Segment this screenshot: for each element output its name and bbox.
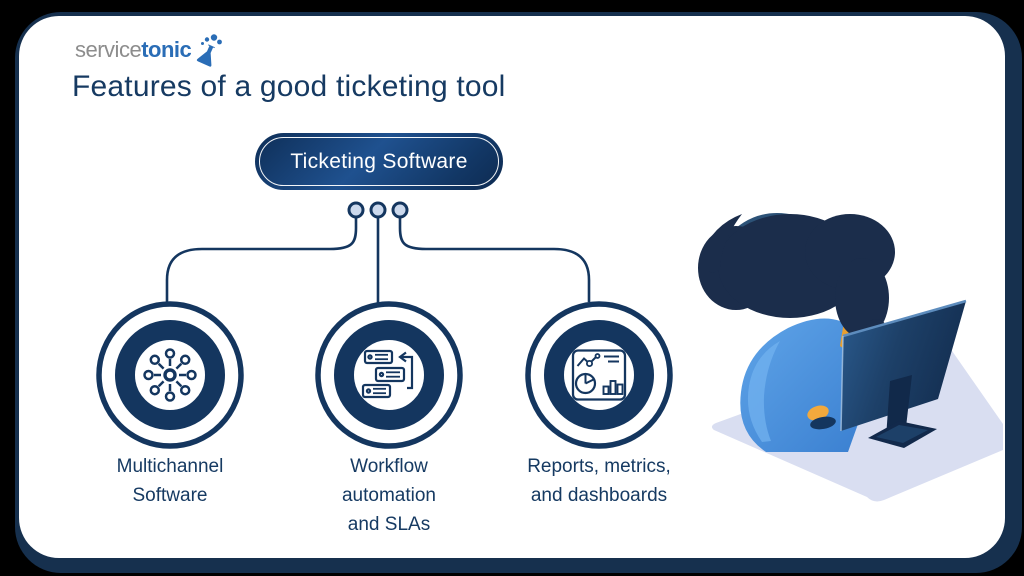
monitor-stand-base-face [876, 425, 928, 443]
root-node-label: Ticketing Software [290, 149, 468, 173]
workflow-automation-icon [361, 349, 414, 399]
logo-service-text: service [75, 37, 142, 62]
feature-label-reports: Reports, metrics, and dashboards [527, 456, 671, 506]
person-at-computer-illustration [698, 213, 1003, 502]
dashboard-charts-icon [571, 349, 627, 401]
feature-label-multichannel: Multichannel Software [116, 456, 224, 506]
monitor-left-highlight [840, 335, 844, 432]
feature-circle-multichannel [96, 301, 244, 449]
mouse [810, 416, 836, 430]
logo-tonic-text: tonic [141, 37, 192, 62]
person-arm-highlight [747, 341, 780, 442]
person-hand [807, 405, 829, 421]
feature-label-workflow: Workflow automation and SLAs [341, 456, 436, 535]
servicetonic-logo: servicetonic [75, 33, 227, 67]
page-title: Features of a good ticketing tool [72, 70, 506, 103]
monitor-edge-highlight [842, 299, 967, 338]
monitor-back [841, 301, 966, 431]
logo-text: servicetonic [75, 37, 192, 62]
feature-circle-reports [525, 301, 673, 449]
monitor-stand-column [886, 375, 912, 438]
feature-circle-workflow [315, 301, 463, 449]
hub-network-icon [143, 348, 197, 402]
flask-icon [197, 34, 223, 67]
connector-lines [165, 216, 591, 303]
connector-dots [347, 201, 409, 219]
person-hair [698, 213, 895, 341]
